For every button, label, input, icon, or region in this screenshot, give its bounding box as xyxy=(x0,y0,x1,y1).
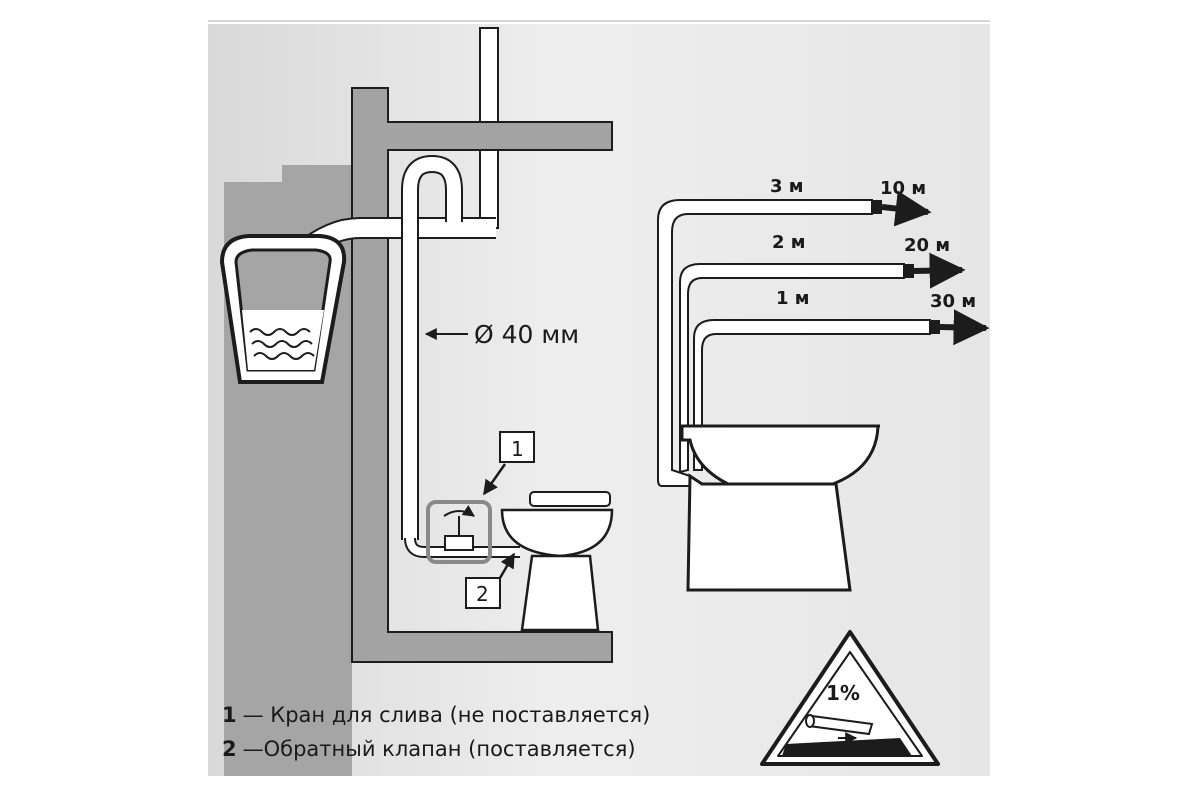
route-distance-20: 20 м xyxy=(904,235,950,256)
route-height-1: 1 м xyxy=(776,288,810,309)
slope-percent: 1% xyxy=(826,681,860,705)
legend: 1— Кран для слива (не поставляется) 2—Об… xyxy=(222,703,650,761)
sloped-pipe-icon xyxy=(805,714,874,736)
svg-text:2: 2 xyxy=(476,582,489,606)
water-tank xyxy=(219,234,347,384)
slope-warning-sign: 1% xyxy=(760,630,940,766)
route-height-2: 2 м xyxy=(772,232,806,253)
legend-item-1: 1— Кран для слива (не поставляется) xyxy=(222,703,650,727)
routing-pipes xyxy=(657,190,990,487)
svg-text:1: 1 xyxy=(511,437,524,461)
marker-2: 2 xyxy=(465,552,516,609)
legend-item-2: 2—Обратный клапан (поставляется) xyxy=(222,737,636,761)
wall-structure xyxy=(351,87,613,663)
route-height-3: 3 м xyxy=(770,176,804,197)
route-distance-10: 10 м xyxy=(880,178,926,199)
large-toilet xyxy=(680,424,880,592)
diameter-callout: Ø 40 мм xyxy=(424,320,579,349)
rotate-arrow-icon xyxy=(443,505,475,517)
small-toilet xyxy=(500,491,614,632)
diameter-label: Ø 40 мм xyxy=(474,320,579,349)
tap-valve-box xyxy=(426,500,492,564)
marker-1: 1 xyxy=(482,431,535,496)
route-distance-30: 30 м xyxy=(930,291,976,312)
